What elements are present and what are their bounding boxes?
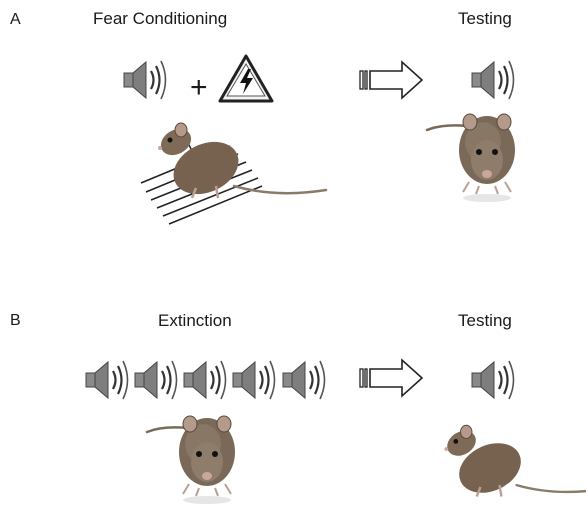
rat-front-testing-a [427,114,515,202]
rat-front-extinction [147,416,235,504]
speaker-icon [283,361,325,399]
speaker-icon [184,361,226,399]
hollow-right-arrow-icon [360,360,422,396]
speaker-icon [135,361,177,399]
speaker-icon [472,361,514,399]
speaker-icon [233,361,275,399]
speaker-icon [86,361,128,399]
hollow-right-arrow-icon [360,62,422,98]
electric-shock-warning-icon [220,56,272,101]
rat-side-testing-b [443,425,586,502]
speaker-icon [124,61,166,99]
speaker-icon [472,61,514,99]
